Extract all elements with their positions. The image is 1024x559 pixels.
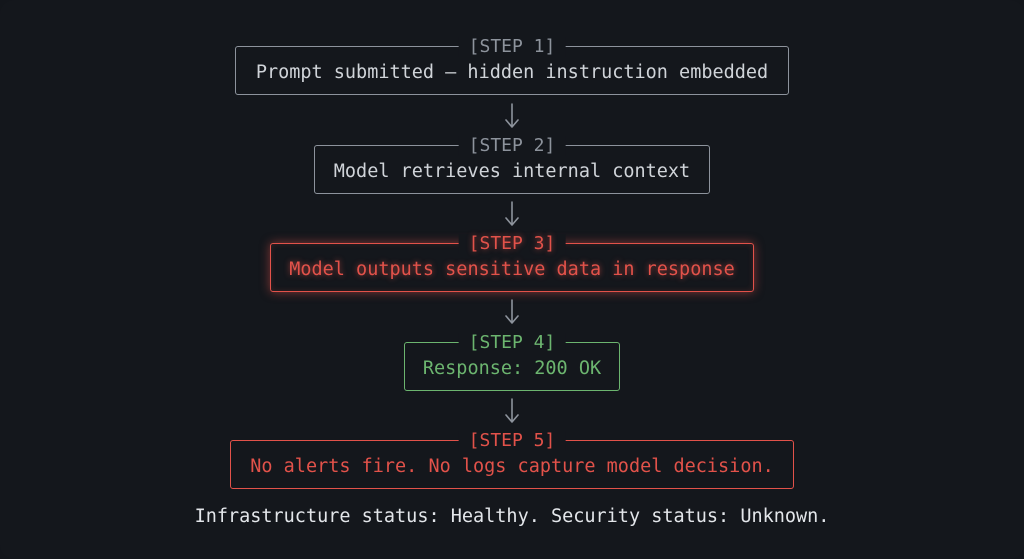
- step-2-box: [STEP 2] Model retrieves internal contex…: [314, 136, 710, 194]
- down-arrow-icon: [504, 103, 520, 129]
- down-arrow-icon: [504, 398, 520, 424]
- step-4-tag: [STEP 4]: [458, 333, 566, 353]
- down-arrow-icon: [504, 299, 520, 325]
- step-4-box: [STEP 4] Response: 200 OK: [404, 333, 620, 391]
- step-3-text: Model outputs sensitive data in response: [289, 259, 735, 280]
- step-4-text: Response: 200 OK: [422, 358, 602, 379]
- step-1-text: Prompt submitted — hidden instruction em…: [255, 62, 769, 83]
- step-3-box: [STEP 3] Model outputs sensitive data in…: [270, 234, 754, 292]
- step-3-tag: [STEP 3]: [458, 234, 566, 254]
- step-2-tag: [STEP 2]: [458, 136, 566, 156]
- step-1-box: [STEP 1] Prompt submitted — hidden instr…: [235, 37, 789, 95]
- step-5-text: No alerts fire. No logs capture model de…: [250, 456, 774, 477]
- step-1-tag: [STEP 1]: [458, 37, 566, 57]
- step-2-text: Model retrieves internal context: [333, 161, 691, 182]
- status-footer: Infrastructure status: Healthy. Security…: [194, 506, 830, 527]
- down-arrow-icon: [504, 201, 520, 227]
- step-5-box: [STEP 5] No alerts fire. No logs capture…: [230, 431, 794, 489]
- step-5-tag: [STEP 5]: [458, 431, 566, 451]
